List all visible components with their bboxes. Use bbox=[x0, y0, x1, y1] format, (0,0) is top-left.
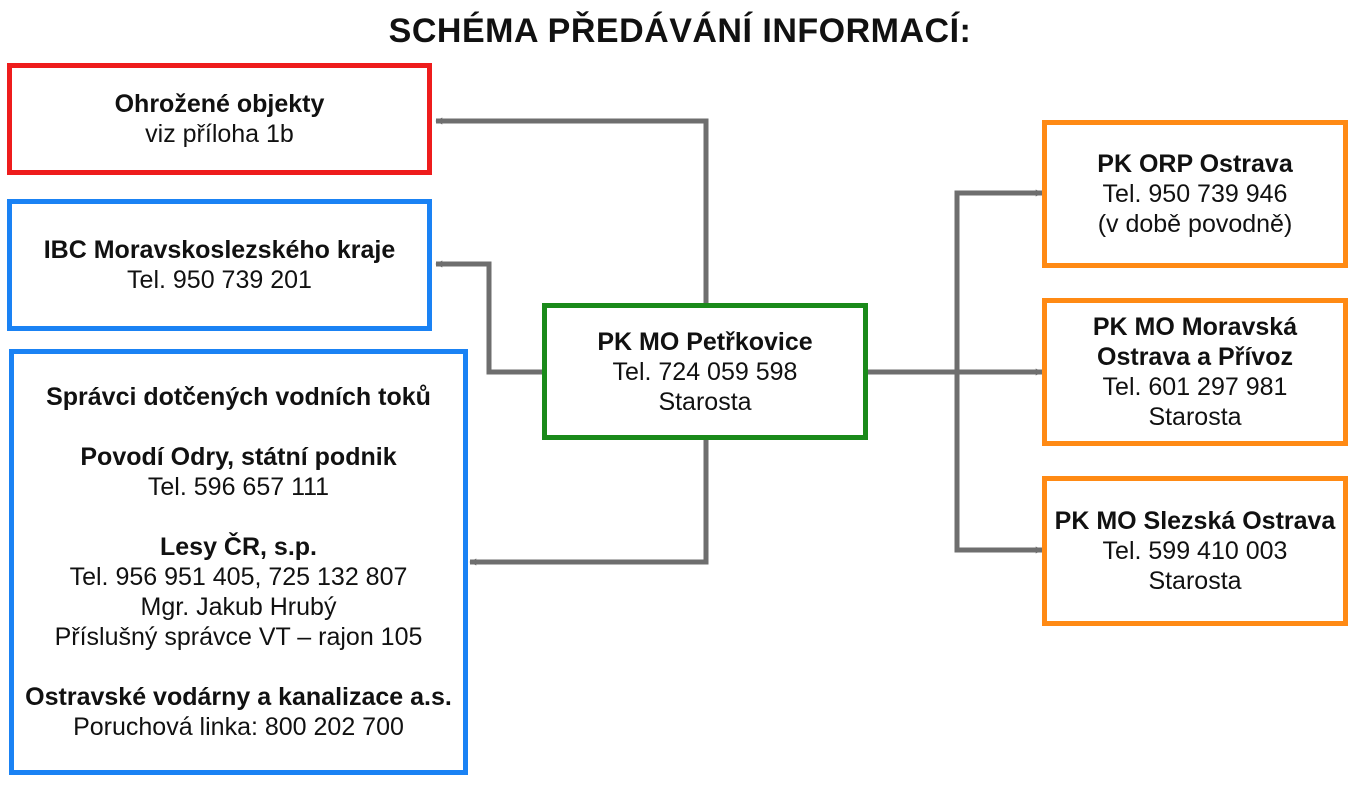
water-managers-box: Správci dotčených vodních toků Povodí Od… bbox=[9, 349, 468, 775]
moravska-name-line1: PK MO Moravská bbox=[1092, 313, 1298, 341]
ibc-box: IBC Moravskoslezského kraje Tel. 950 739… bbox=[7, 199, 432, 331]
threatened-objects-name: Ohrožené objekty bbox=[114, 90, 325, 118]
center-role: Starosta bbox=[658, 387, 752, 416]
lesy-phone: Tel. 956 951 405, 725 132 807 bbox=[69, 563, 408, 591]
ibc-name: IBC Moravskoslezského kraje bbox=[43, 236, 396, 264]
water-managers-heading: Správci dotčených vodních toků bbox=[46, 383, 431, 411]
moravska-name-line2: Ostrava a Přívoz bbox=[1097, 343, 1293, 371]
moravska-phone: Tel. 601 297 981 bbox=[1102, 373, 1288, 401]
arrow-to-ibc bbox=[435, 260, 544, 375]
moravska-box: PK MO Moravská Ostrava a Přívoz Tel. 601… bbox=[1042, 298, 1348, 446]
povodi-phone: Tel. 596 657 111 bbox=[147, 473, 330, 501]
povodi-name: Povodí Odry, státní podnik bbox=[80, 443, 397, 471]
arrow-to-orp bbox=[866, 189, 1043, 375]
threatened-objects-box: Ohrožené objekty viz příloha 1b bbox=[7, 63, 432, 175]
slezska-name: PK MO Slezská Ostrava bbox=[1054, 507, 1336, 535]
orp-note: (v době povodně) bbox=[1097, 210, 1293, 238]
threatened-objects-note: viz příloha 1b bbox=[145, 120, 294, 148]
lesy-role: Příslušný správce VT – rajon 105 bbox=[54, 623, 423, 651]
arrow-to-threatened bbox=[435, 117, 709, 305]
ovak-name: Ostravské vodárny a kanalizace a.s. bbox=[25, 683, 452, 711]
diagram-title: SCHÉMA PŘEDÁVÁNÍ INFORMACÍ: bbox=[388, 12, 972, 50]
center-name: PK MO Petřkovice bbox=[597, 327, 813, 356]
center-phone: Tel. 724 059 598 bbox=[612, 357, 798, 386]
lesy-person: Mgr. Jakub Hrubý bbox=[140, 593, 337, 621]
orp-name: PK ORP Ostrava bbox=[1097, 150, 1293, 178]
ovak-phone: Poruchová linka: 800 202 700 bbox=[73, 713, 404, 741]
arrow-to-managers bbox=[469, 438, 709, 566]
orp-box: PK ORP Ostrava Tel. 950 739 946 (v době … bbox=[1042, 120, 1348, 268]
center-box: PK MO Petřkovice Tel. 724 059 598 Staros… bbox=[542, 303, 868, 440]
moravska-role: Starosta bbox=[1148, 403, 1242, 431]
slezska-phone: Tel. 599 410 003 bbox=[1102, 537, 1288, 565]
lesy-name: Lesy ČR, s.p. bbox=[160, 533, 317, 561]
slezska-role: Starosta bbox=[1148, 567, 1242, 595]
slezska-box: PK MO Slezská Ostrava Tel. 599 410 003 S… bbox=[1042, 476, 1348, 626]
ibc-phone: Tel. 950 739 201 bbox=[127, 266, 312, 294]
arrow-to-slezska bbox=[954, 372, 1043, 554]
orp-phone: Tel. 950 739 946 bbox=[1102, 180, 1288, 208]
